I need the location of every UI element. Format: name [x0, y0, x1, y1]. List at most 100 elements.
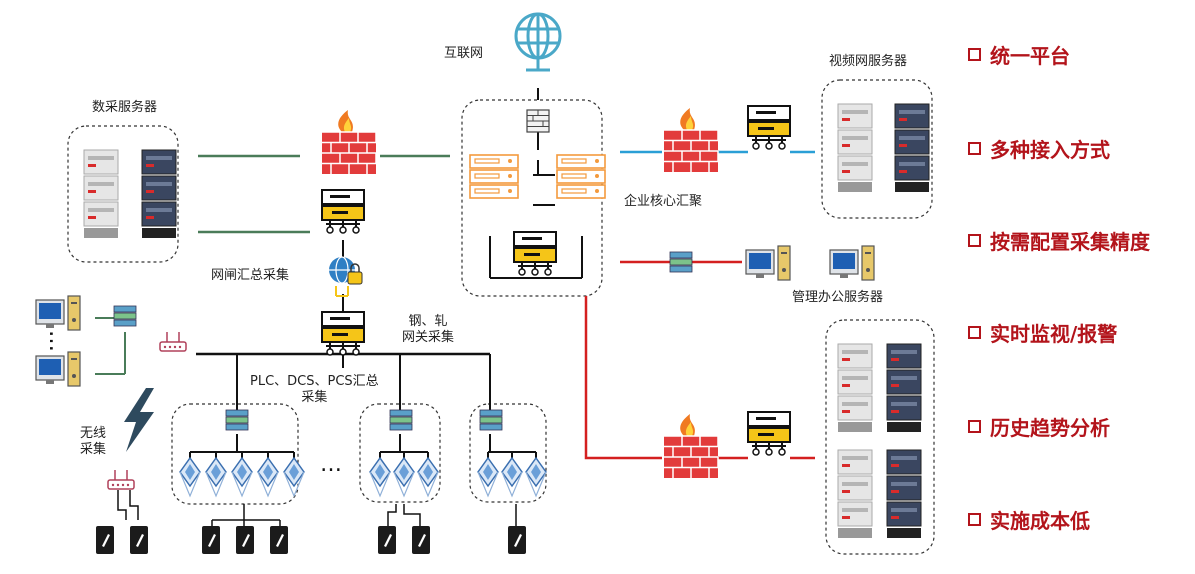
- router-body: [107, 479, 135, 490]
- sensor-icon: [525, 456, 547, 498]
- switch-unit: [479, 409, 503, 417]
- core-switch-icon: [469, 154, 519, 199]
- sensor-stem: [205, 471, 227, 498]
- pc-button: [72, 318, 76, 322]
- server-unit: [837, 395, 873, 421]
- switch-unit: [469, 169, 519, 184]
- connection-line: [117, 490, 127, 520]
- server-base: [838, 528, 872, 538]
- office-server-label: 管理办公服务器: [792, 290, 884, 305]
- switch-led: [595, 174, 599, 178]
- server-slot: [842, 456, 868, 460]
- office-server-icon: [886, 343, 922, 432]
- gateway-slot: [330, 317, 350, 320]
- switch-icon: [389, 409, 413, 431]
- data-server-box: [67, 125, 179, 263]
- gateway-icon: [513, 231, 557, 276]
- server-unit: [837, 475, 873, 501]
- sensor-inner: [289, 464, 299, 480]
- checkbox-icon: [968, 142, 981, 155]
- sensor-inner: [423, 464, 433, 480]
- switch-unit: [389, 423, 413, 431]
- sensor-icon: [393, 456, 415, 498]
- pc-button: [866, 268, 870, 272]
- gateway-icon: [321, 189, 365, 234]
- switch-unit: [479, 423, 503, 431]
- firewall-icon: [664, 414, 719, 478]
- server-slot: [842, 482, 868, 486]
- server-slot: [842, 402, 868, 406]
- server-unit: [886, 369, 922, 395]
- server-led: [842, 384, 850, 387]
- switch-unit: [225, 416, 249, 424]
- sensor-icon: [369, 456, 391, 498]
- computer-icon: [35, 351, 81, 387]
- router-led: [168, 345, 172, 349]
- sensor-inner: [185, 464, 195, 480]
- server-led: [88, 164, 96, 167]
- handheld-device-icon: [202, 526, 220, 554]
- gateway-collect-label: 网闸汇总采集: [211, 268, 290, 283]
- switch-slot: [561, 158, 587, 164]
- switch-unit: [556, 184, 606, 199]
- server-unit: [83, 175, 119, 201]
- server-slot: [146, 208, 172, 212]
- flame-core: [685, 422, 694, 436]
- switch-slot: [474, 173, 500, 179]
- device-pen: [136, 534, 144, 547]
- feature-item: 实施成本低: [968, 505, 1090, 534]
- server-slot: [891, 402, 917, 406]
- router-led: [163, 345, 167, 349]
- device-pen: [514, 534, 522, 547]
- switch-unit: [225, 409, 249, 417]
- sensor-stem: [369, 471, 391, 498]
- server-unit: [141, 175, 177, 201]
- sensor-stem: [417, 471, 439, 498]
- feature-item: 历史趋势分析: [968, 412, 1110, 441]
- pc-slot: [865, 252, 871, 254]
- sensor-inner: [483, 464, 493, 480]
- server-led: [88, 190, 96, 193]
- server-unit: [886, 475, 922, 501]
- computer-icon: [35, 295, 81, 331]
- switch-unit: [669, 265, 693, 273]
- sensor-icon: [179, 456, 201, 498]
- sensor-icon: [501, 456, 523, 498]
- handheld-device-icon: [412, 526, 430, 554]
- server-unit: [894, 129, 930, 155]
- server-unit: [837, 501, 873, 527]
- handheld-device-icon: [236, 526, 254, 554]
- switch-unit: [669, 258, 693, 266]
- server-led: [842, 118, 850, 121]
- gateway-port: [352, 226, 360, 234]
- server-slot: [146, 156, 172, 160]
- router-body: [159, 341, 187, 352]
- server-slot: [146, 182, 172, 186]
- server-led: [88, 216, 96, 219]
- data-server-icon: [141, 149, 177, 238]
- server-slot: [88, 156, 114, 160]
- handheld-device-icon: [130, 526, 148, 554]
- server-slot: [899, 162, 925, 166]
- monitor-stand: [756, 274, 764, 278]
- switch-unit: [669, 251, 693, 259]
- data-server-icon: [83, 149, 119, 238]
- checkbox-icon: [968, 48, 981, 61]
- server-unit: [837, 343, 873, 369]
- switch-unit: [389, 416, 413, 424]
- server-led: [842, 170, 850, 173]
- server-unit: [837, 155, 873, 181]
- router-led: [173, 345, 177, 349]
- gateway-port: [326, 226, 334, 234]
- gateway-icon: [747, 411, 791, 456]
- server-led: [891, 358, 899, 361]
- checkbox-icon: [968, 234, 981, 247]
- sensor-stem: [477, 471, 499, 498]
- gateway-port: [778, 142, 786, 150]
- feature-item: 统一平台: [968, 40, 1070, 69]
- switch-unit: [225, 423, 249, 431]
- gateway-post: [335, 286, 349, 297]
- flame-core: [685, 116, 694, 130]
- server-unit: [886, 501, 922, 527]
- sensor-inner: [375, 464, 385, 480]
